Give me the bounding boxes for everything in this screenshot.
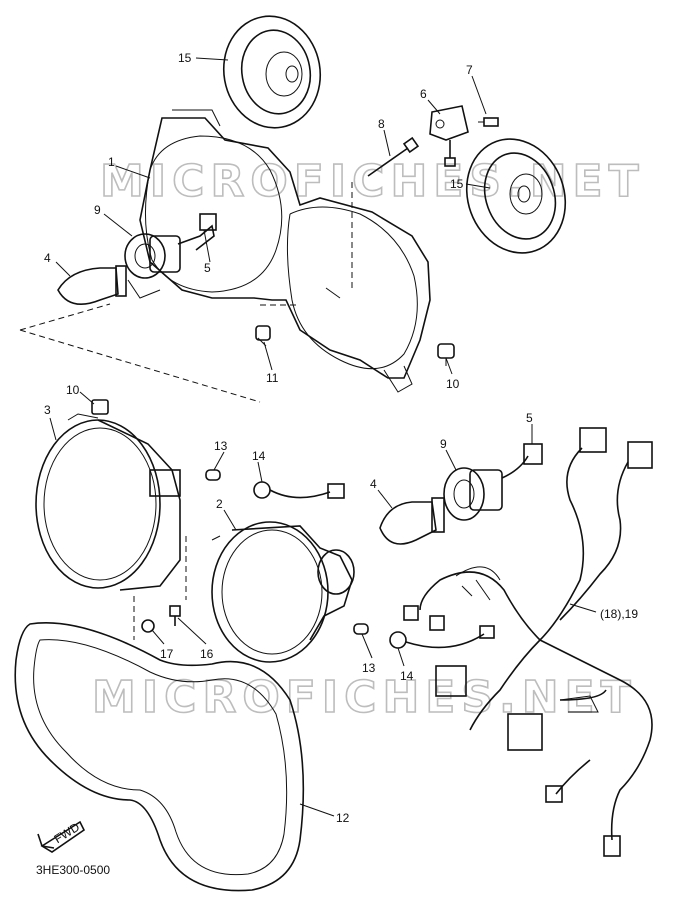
callouts: 15 1 9 5 4 8 6 7 15 11 10 10 3 13 14 2 9… bbox=[44, 51, 638, 825]
callout-11: 11 bbox=[266, 371, 279, 385]
headlight-housing bbox=[139, 109, 431, 393]
callout-16: 16 bbox=[200, 647, 214, 661]
nut-right bbox=[437, 343, 455, 366]
callout-15a: 15 bbox=[178, 51, 192, 65]
fwd-arrow-icon bbox=[37, 820, 86, 853]
small-bulb-lower bbox=[353, 623, 369, 635]
callout-9a: 9 bbox=[94, 203, 101, 217]
callout-8: 8 bbox=[378, 117, 385, 131]
washer bbox=[141, 619, 155, 633]
diagram-code: 3HE300-0500 bbox=[36, 863, 110, 877]
bulb-lower bbox=[379, 497, 445, 545]
socket-upper bbox=[124, 213, 217, 299]
headlight-bezel bbox=[14, 621, 305, 892]
callout-4a: 4 bbox=[44, 251, 51, 265]
wire-harness bbox=[403, 427, 653, 857]
callout-13b: 13 bbox=[362, 661, 376, 675]
callout-18-19: (18),19 bbox=[600, 607, 638, 621]
callout-17: 17 bbox=[160, 647, 174, 661]
callout-10a: 10 bbox=[66, 383, 80, 397]
callout-5b: 5 bbox=[526, 411, 533, 425]
callout-9b: 9 bbox=[440, 437, 447, 451]
callout-15b: 15 bbox=[450, 177, 464, 191]
callout-12: 12 bbox=[336, 811, 350, 825]
grommet bbox=[255, 325, 271, 347]
watermark-top: MICROFICHES.NET bbox=[100, 156, 645, 207]
bracket bbox=[429, 105, 469, 167]
pilot-socket-upper bbox=[253, 481, 345, 499]
lens-unit-right bbox=[211, 521, 355, 663]
callout-5a: 5 bbox=[204, 261, 211, 275]
callout-6: 6 bbox=[420, 87, 427, 101]
lens-unit-left bbox=[35, 413, 181, 591]
callout-14b: 14 bbox=[400, 669, 414, 683]
screw bbox=[478, 117, 499, 127]
nut-left bbox=[91, 399, 109, 415]
callout-3: 3 bbox=[44, 403, 51, 417]
callout-7: 7 bbox=[466, 63, 473, 77]
callout-10b: 10 bbox=[446, 377, 460, 391]
reflector-ring-upper bbox=[222, 15, 322, 129]
bulb-upper bbox=[57, 265, 127, 306]
callout-13a: 13 bbox=[214, 439, 228, 453]
callout-14a: 14 bbox=[252, 449, 266, 463]
small-bulb-upper bbox=[205, 469, 221, 481]
callout-2: 2 bbox=[216, 497, 223, 511]
socket-lower bbox=[443, 443, 543, 521]
screw-small bbox=[169, 605, 181, 626]
reflector-ring-right bbox=[465, 138, 567, 254]
adjusting-screw bbox=[367, 136, 420, 177]
leader-lines bbox=[49, 57, 597, 817]
callout-1: 1 bbox=[108, 155, 115, 169]
callout-4b: 4 bbox=[370, 477, 377, 491]
